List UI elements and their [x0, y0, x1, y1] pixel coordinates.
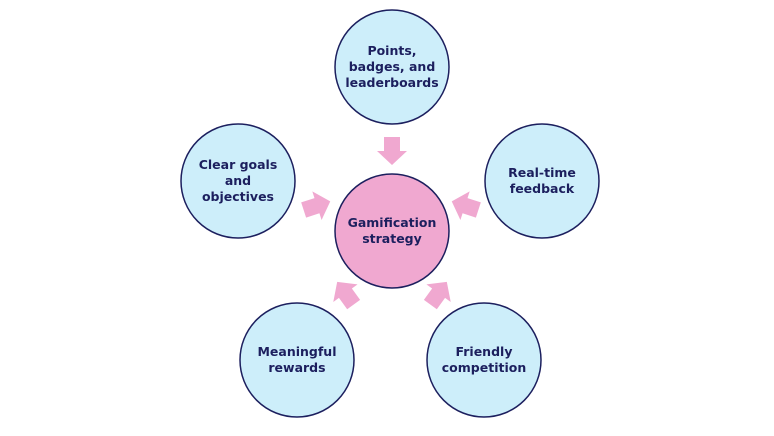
- node-circle-points: [334, 9, 450, 125]
- node-circle-realtime: [484, 123, 600, 239]
- arrows-group: [301, 137, 481, 310]
- node-label-points: Points, badges, and leaderboards: [345, 43, 439, 90]
- node-circle-competition: [426, 302, 542, 418]
- arrow-realtime: [451, 191, 481, 220]
- node-circle-goals: [180, 123, 296, 239]
- arrow-goals: [301, 191, 331, 220]
- center-circle: [334, 173, 450, 289]
- arrow-points: [377, 137, 407, 165]
- arrow-competition: [423, 281, 451, 310]
- center-label: Gamification strategy: [347, 215, 437, 246]
- node-label-rewards: Meaningful rewards: [257, 344, 337, 375]
- node-label-competition: Friendly competition: [441, 344, 527, 375]
- node-label-realtime: Real-time feedback: [508, 165, 576, 196]
- node-label-goals: Clear goals and objectives: [198, 157, 278, 204]
- node-circle-rewards: [239, 302, 355, 418]
- arrow-rewards: [333, 281, 361, 310]
